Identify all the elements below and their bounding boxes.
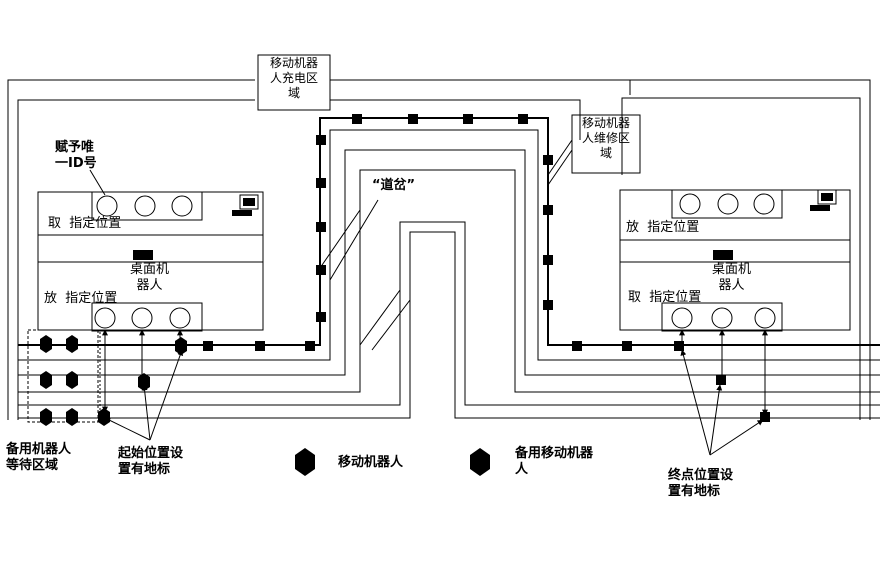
- left-take-label: 取 指定位置: [48, 216, 121, 232]
- end-marker-label: 终点位置设 置有地标: [668, 468, 733, 500]
- right-put-label: 放 指定位置: [626, 220, 699, 236]
- legend-standby-hexagon-icon: [470, 448, 490, 476]
- standby-wait-area: [28, 330, 98, 422]
- legend-mobile-robot: 移动机器人: [338, 455, 403, 471]
- right-desktop-robot-label: 桌面机 器人: [712, 262, 751, 294]
- left-desktop-robot-label: 桌面机 器人: [130, 262, 169, 294]
- left-table: [38, 192, 263, 330]
- right-take-label: 取 指定位置: [628, 290, 701, 306]
- computer-icon: [810, 190, 836, 211]
- track-markers: [133, 114, 770, 422]
- outer-track-3: [622, 98, 860, 420]
- outer-track-2: [18, 100, 580, 420]
- start-marker-label: 起始位置设 置有地标: [118, 446, 183, 478]
- computer-icon: [232, 195, 258, 216]
- legend-standby-robot: 备用移动机器 人: [515, 446, 593, 478]
- standby-wait-label: 备用机器人 等待区域: [6, 442, 71, 474]
- repair-area-label: 移动机器 人维修区 域: [572, 116, 640, 161]
- charging-area-label: 移动机器 人充电区 域: [258, 56, 330, 101]
- fork-label: “道岔”: [372, 178, 415, 194]
- left-put-label: 放 指定位置: [44, 291, 117, 307]
- unique-id-label: 赋予唯 一ID号: [55, 140, 97, 172]
- legend-mobile-hexagon-icon: [295, 448, 315, 476]
